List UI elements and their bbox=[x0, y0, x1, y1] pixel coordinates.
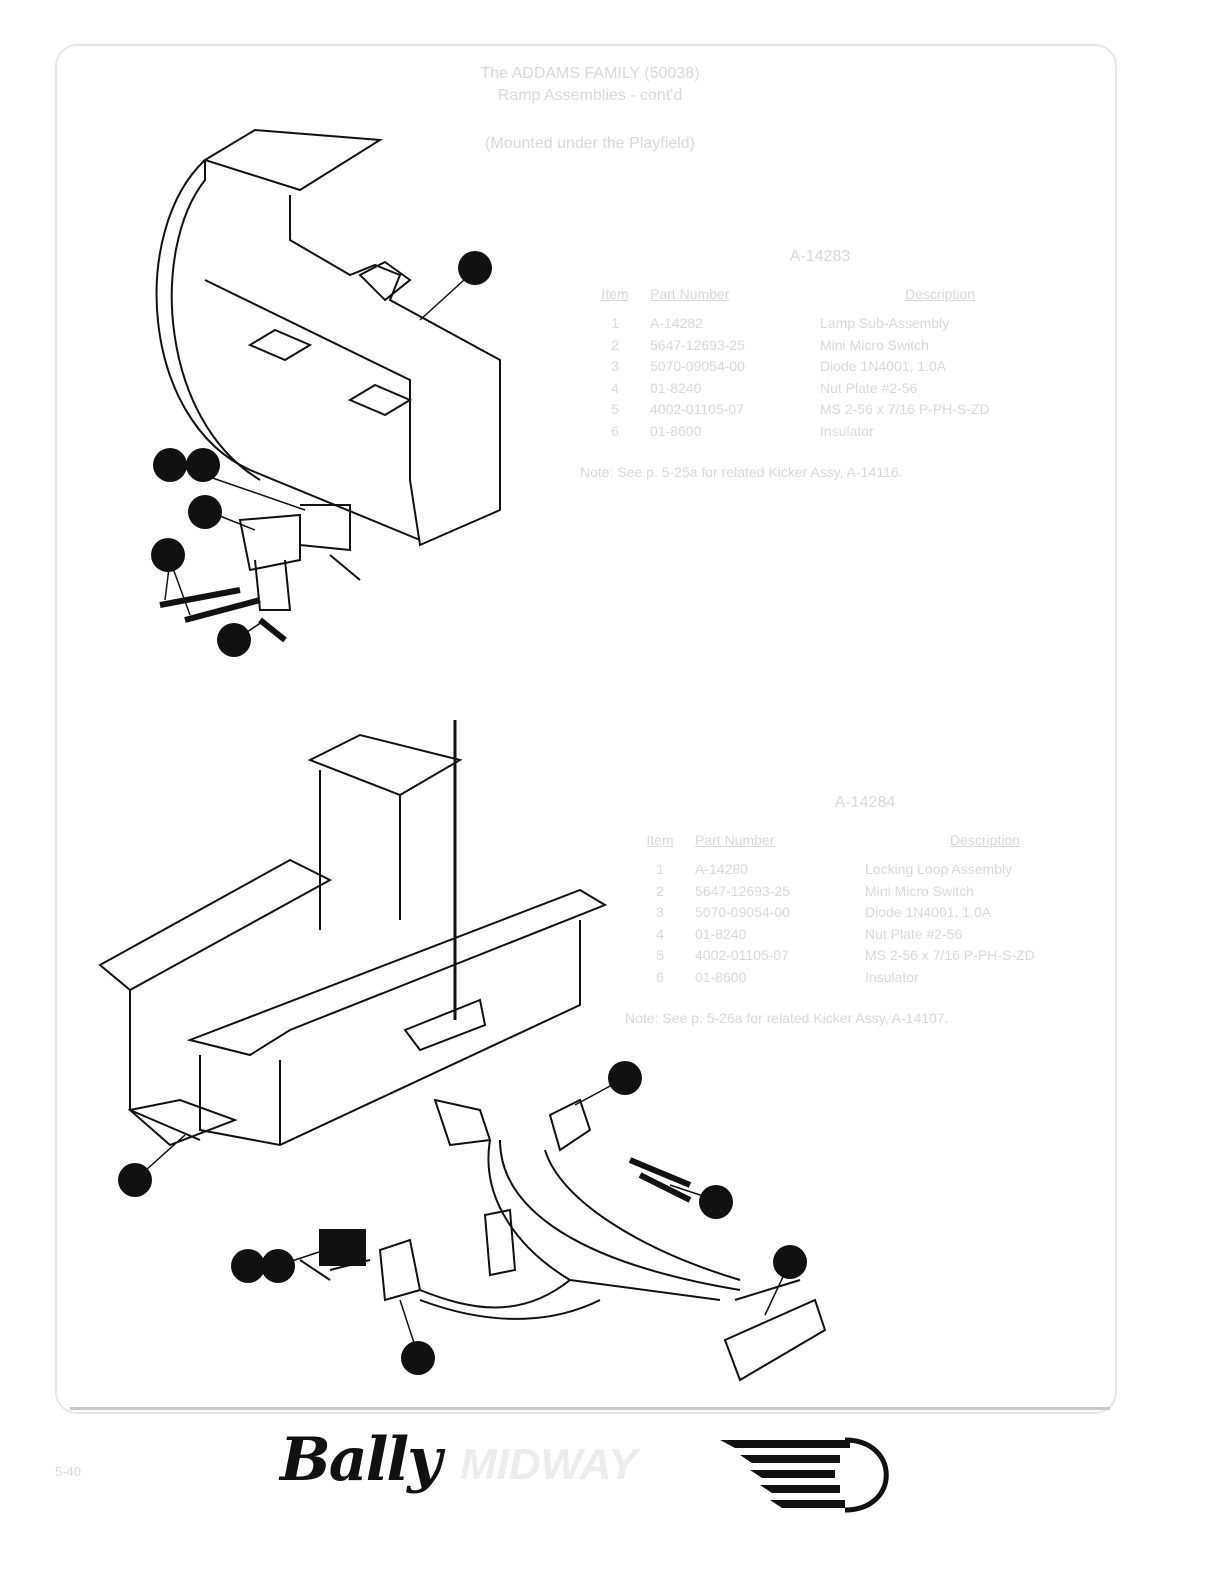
table-row: 2 5647-12693-25 Mini Micro Switch bbox=[625, 881, 1105, 903]
page-border bbox=[55, 44, 1117, 1414]
part: 5070-09054-00 bbox=[695, 904, 790, 920]
midway-logo: MIDWAY bbox=[460, 1440, 638, 1489]
item: 6 bbox=[656, 968, 664, 985]
table-note: Note: See p. 5-25a for related Kicker As… bbox=[580, 464, 903, 480]
midway-wing-arc bbox=[844, 1437, 889, 1513]
header-mounting-note: (Mounted under the Playfield) bbox=[485, 135, 695, 152]
item: 1 bbox=[656, 861, 664, 877]
desc: MS 2-56 x 7/16 P-PH-S-ZD bbox=[865, 947, 1035, 963]
desc: Insulator bbox=[820, 422, 874, 439]
col-desc: Description bbox=[904, 285, 976, 302]
table-row: 3 5070-09054-00 Diode 1N4001, 1.0A bbox=[625, 902, 1105, 924]
desc: Lamp Sub-Assembly bbox=[820, 315, 950, 331]
desc: Nut Plate #2-56 bbox=[820, 379, 918, 396]
table-row: 4 01-8240 Nut Plate #2-56 bbox=[580, 378, 1060, 400]
top-ramp-drawing bbox=[155, 128, 501, 643]
item: 2 bbox=[656, 882, 664, 899]
desc: MS 2-56 x 7/16 P-PH-S-ZD bbox=[820, 401, 990, 417]
item: 6 bbox=[611, 422, 619, 439]
col-desc: Description bbox=[949, 831, 1021, 848]
item: 2 bbox=[611, 336, 619, 353]
item: 4 bbox=[611, 379, 619, 396]
parts-table-bottom: A-14284 Item Part Number Description 1 A-… bbox=[625, 792, 1105, 1030]
table-row: 2 5647-12693-25 Mini Micro Switch bbox=[580, 335, 1060, 357]
part: A-14282 bbox=[650, 315, 703, 331]
part: 5647-12693-25 bbox=[695, 882, 790, 899]
header-title: The ADDAMS FAMILY (50038) bbox=[480, 65, 700, 82]
assembly-number: A-14284 bbox=[834, 794, 896, 811]
part: 01-8240 bbox=[695, 925, 747, 942]
table-row: 6 01-8600 Insulator bbox=[625, 967, 1105, 989]
part: 4002-01105-07 bbox=[650, 401, 744, 417]
part: A-14280 bbox=[695, 861, 748, 877]
table-row: 5 4002-01105-07 MS 2-56 x 7/16 P-PH-S-ZD bbox=[625, 945, 1105, 967]
part: 5647-12693-25 bbox=[650, 336, 745, 353]
page-number: 5-40 bbox=[55, 1464, 82, 1479]
part: 01-8240 bbox=[650, 379, 702, 396]
item: 5 bbox=[611, 401, 619, 417]
top-callouts bbox=[151, 251, 492, 657]
desc: Nut Plate #2-56 bbox=[865, 925, 963, 942]
midway-wing-logo bbox=[720, 1440, 850, 1508]
item: 3 bbox=[656, 904, 664, 920]
part: 01-8600 bbox=[650, 422, 702, 439]
table-row: 5 4002-01105-07 MS 2-56 x 7/16 P-PH-S-ZD bbox=[580, 399, 1060, 421]
part: 01-8600 bbox=[695, 968, 747, 985]
table-header: Item Part Number Description bbox=[580, 284, 1060, 306]
desc: Mini Micro Switch bbox=[820, 336, 929, 353]
item: 4 bbox=[656, 925, 664, 942]
col-item: Item bbox=[601, 285, 629, 302]
table-note: Note: See p. 5-26a for related Kicker As… bbox=[625, 1010, 949, 1026]
part: 5070-09054-00 bbox=[650, 358, 745, 374]
desc: Mini Micro Switch bbox=[865, 882, 974, 899]
bottom-ramp-drawing bbox=[98, 720, 827, 1382]
item: 1 bbox=[611, 315, 619, 331]
table-row: 6 01-8600 Insulator bbox=[580, 421, 1060, 443]
desc: Diode 1N4001, 1.0A bbox=[865, 904, 992, 920]
desc: Diode 1N4001, 1.0A bbox=[820, 358, 947, 374]
bally-logo: Bally bbox=[280, 1425, 442, 1495]
desc: Insulator bbox=[865, 968, 919, 985]
desc: Locking Loop Assembly bbox=[865, 861, 1013, 877]
parts-table-top: A-14283 Item Part Number Description 1 A-… bbox=[580, 246, 1060, 484]
item: 5 bbox=[656, 947, 664, 963]
table-row: 3 5070-09054-00 Diode 1N4001, 1.0A bbox=[580, 356, 1060, 378]
assembly-number: A-14283 bbox=[789, 248, 851, 265]
table-row: 4 01-8240 Nut Plate #2-56 bbox=[625, 924, 1105, 946]
table-row: 1 A-14280 Locking Loop Assembly bbox=[625, 859, 1105, 881]
table-header: Item Part Number Description bbox=[625, 830, 1105, 852]
table-row: 1 A-14282 Lamp Sub-Assembly bbox=[580, 313, 1060, 335]
header-subtitle: Ramp Assemblies - cont'd bbox=[497, 87, 683, 104]
part: 4002-01105-07 bbox=[695, 947, 789, 963]
col-item: Item bbox=[646, 831, 674, 848]
col-part: Part Number bbox=[695, 831, 775, 848]
bottom-callouts bbox=[118, 1061, 807, 1375]
col-part: Part Number bbox=[650, 285, 730, 302]
item: 3 bbox=[611, 358, 619, 374]
page-border-bottom bbox=[70, 1407, 1110, 1410]
